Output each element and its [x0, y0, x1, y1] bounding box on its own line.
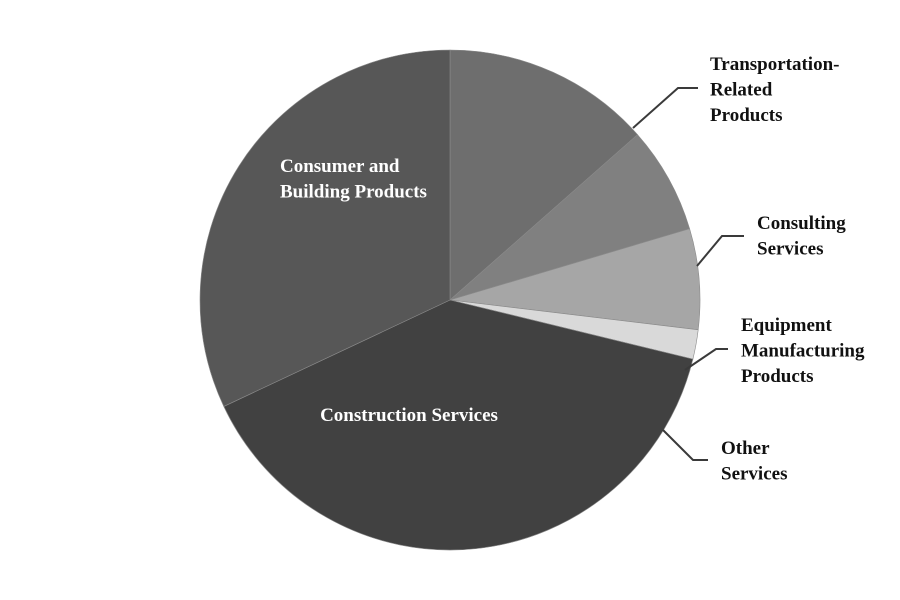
pie-slice-consumer: [199, 49, 451, 407]
slice-label-other-line-2: Services: [721, 464, 787, 485]
slice-label-transportation-line-1: Transportation-: [710, 54, 839, 75]
slice-label-construction-line-1: Construction Services: [320, 405, 498, 426]
pie-slice-consulting: [449, 134, 691, 301]
slice-label-transportation-line-3: Products: [710, 105, 782, 126]
slice-label-equipment-line-2: Manufacturing: [741, 341, 865, 362]
slice-label-transportation-line-2: Related: [710, 80, 773, 101]
pie-slices: [199, 49, 701, 551]
slice-label-other-line-1: Other: [721, 438, 770, 459]
slice-label-consumer-line-2: Building Products: [280, 182, 427, 203]
slice-label-consulting-line-2: Services: [757, 239, 823, 260]
leader-line-equipment: [684, 348, 728, 371]
leader-line-other: [662, 429, 708, 461]
pie-slice-construction: [223, 299, 694, 551]
slice-label-consulting-line-1: Consulting: [757, 213, 846, 234]
slice-label-equipment-line-1: Equipment: [741, 315, 832, 336]
leader-line-transportation: [632, 87, 698, 129]
slice-label-construction: Construction Services: [320, 405, 498, 426]
pie-slice-transportation: [449, 49, 638, 301]
leader-line-consulting: [696, 235, 744, 267]
slice-label-equipment-line-3: Products: [741, 366, 813, 387]
slice-label-consumer-line-1: Consumer and: [280, 156, 400, 177]
